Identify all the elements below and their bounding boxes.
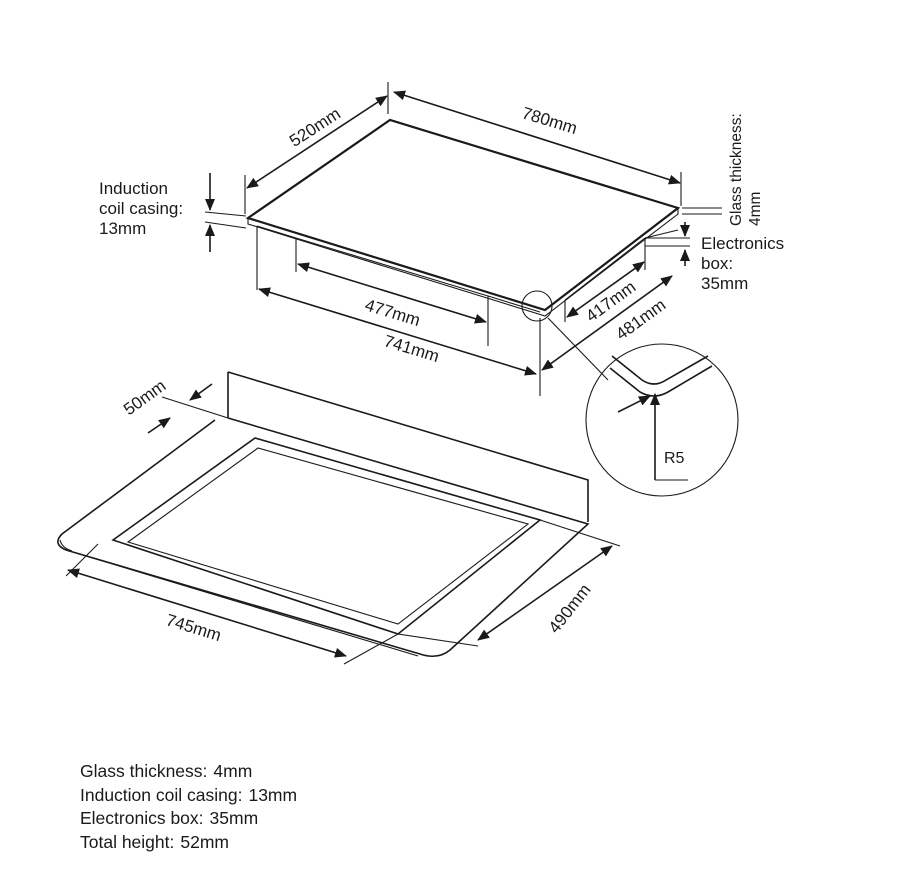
dim-780-label: 780mm [520,103,580,138]
corner-detail-marker [521,290,553,322]
glass-thickness-value: 4mm [747,192,764,226]
detail-leader-line [547,317,609,381]
glass-thickness-label: Glass thickness: [728,113,745,226]
electronics-label-line3: 35mm [701,274,748,293]
r5-leader-arrow [617,395,651,413]
coil-casing-label-line2: coil casing: [99,199,183,218]
electronics-label-line2: box: [701,254,733,273]
spec-value: 13mm [248,784,298,805]
detail-corner-inner [609,365,713,397]
worktop-upstand [227,371,589,522]
electronics-box-outline [644,237,690,270]
hob-glass-top [245,118,681,312]
spec-label: Glass thickness: [80,761,208,781]
spec-electronics-box: Electronics box:35mm [80,807,297,831]
r5-label: R5 [664,450,685,467]
spec-total-height: Total height:52mm [80,831,297,855]
electronics-label-line1: Electronics [701,234,784,253]
spec-glass-thickness: Glass thickness:4mm [80,760,297,784]
spec-value: 4mm [213,761,253,781]
worktop-outline [57,417,590,658]
dim-520-line [246,95,388,189]
dim-50-arrow-top [189,383,213,401]
dim-481-line [541,275,673,371]
coil-casing-label-line1: Induction [99,179,168,198]
coil-casing-label-line3: 13mm [99,219,146,238]
dim-780-line [393,90,681,185]
hob-base-body [256,225,541,346]
worktop-front-edge [59,539,419,657]
spec-label: Induction coil casing: [80,784,243,805]
detail-circle [585,343,739,497]
spec-value: 52mm [180,831,229,852]
hob-drawing: 520mm 780mm Induction coil casing: 13mm … [99,82,784,396]
cutout-drawing: 50mm 745mm 490mm [57,371,621,665]
dim-741-line [258,287,537,376]
dim-50-arrow-bottom [147,417,171,434]
spec-label: Total height: [80,831,175,852]
spec-summary-list: Glass thickness:4mm Induction coil casin… [80,760,297,854]
dim-745-line [67,568,347,658]
spec-value: 35mm [209,808,259,828]
dim-477-label: 477mm [363,295,423,330]
radius-detail: R5 [585,343,739,497]
detail-corner-profile [611,355,709,385]
spec-label: Electronics box: [80,808,204,828]
cutout-opening-inner [126,447,530,625]
dim-490-line [477,545,613,641]
spec-coil-casing: Induction coil casing:13mm [80,784,297,808]
